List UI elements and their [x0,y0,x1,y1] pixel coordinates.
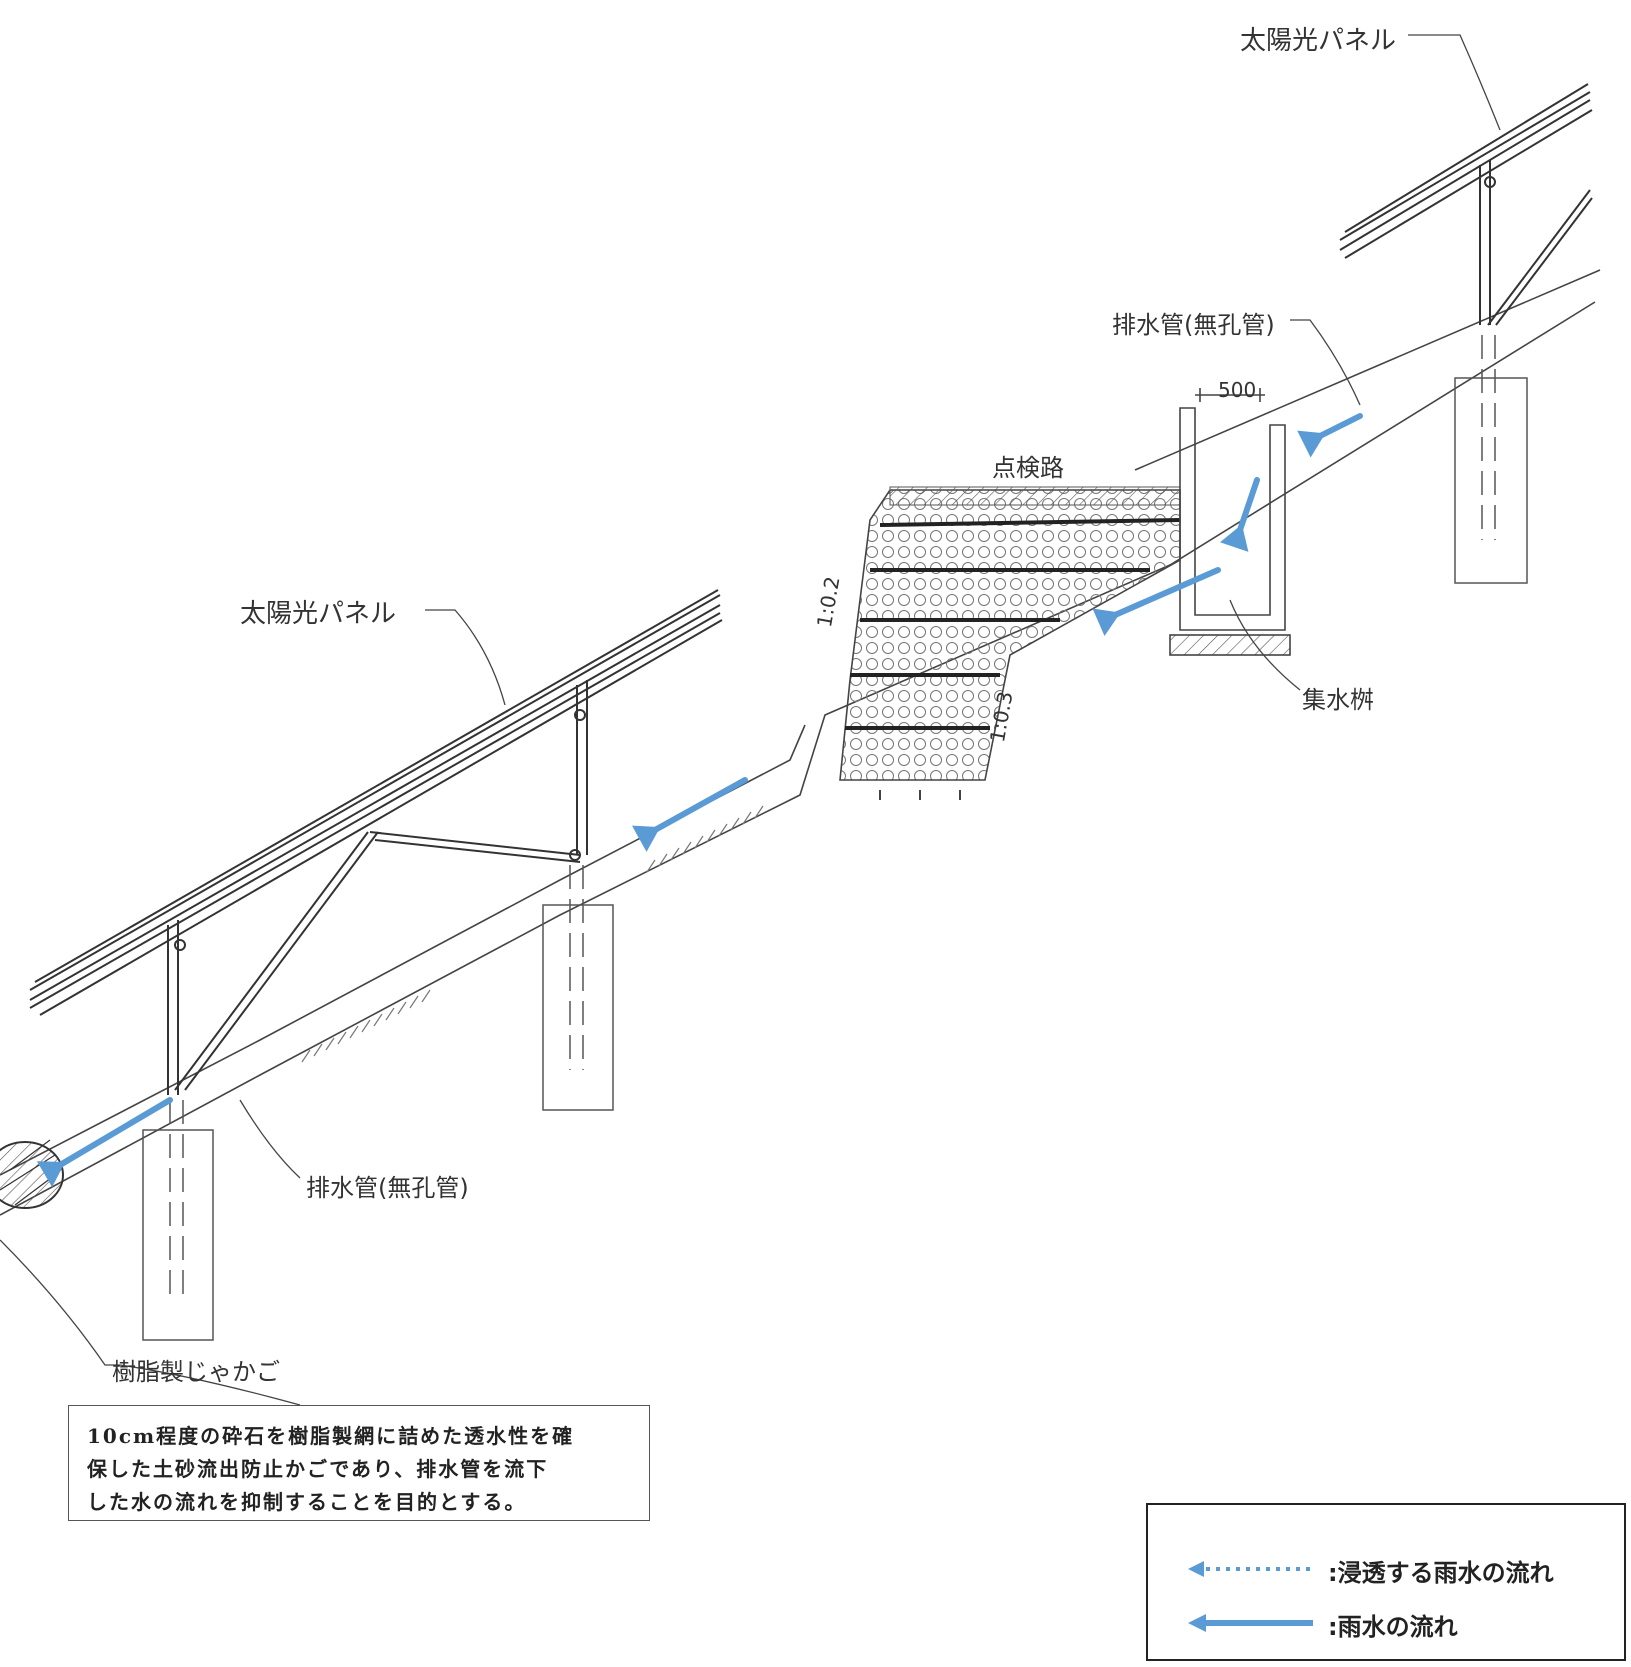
rainwater-flow-arrows [36,413,1363,1188]
flow-arrow-5 [36,1097,173,1188]
legend-label: :雨水の流れ [1328,1613,1458,1641]
note-line: 10cm程度の砕石を樹脂製網に詰めた透水性を確 [87,1424,575,1448]
dimension-500: 500 [1218,378,1257,402]
foundation-piles-left [142,865,614,1341]
note-line: した水の流れを抑制することを目的とする。 [87,1490,527,1514]
flow-arrow-4 [631,777,748,852]
label-drain-pipe-bottom: 排水管(無孔管) [306,1174,469,1202]
flow-arrow-2 [1220,477,1260,552]
gabion-description-note: 10cm程度の砕石を樹脂製網に詰めた透水性を確 保した土砂流出防止かごであり、排… [68,1405,650,1521]
resin-gabion-basket [0,1139,64,1209]
foundation-pile-right [1454,335,1528,584]
solar-panel-left [29,589,723,1095]
flow-arrow-3 [1092,567,1221,636]
gabion-wall [839,486,1181,800]
flow-arrow-1 [1297,413,1363,458]
leader-lines [0,34,1501,1406]
slope-hatching [301,805,764,1063]
dotted-arrow-icon [1188,1561,1313,1577]
label-inspection-path: 点検路 [992,454,1064,482]
solid-arrow-icon [1188,1614,1313,1632]
legend: :浸透する雨水の流れ :雨水の流れ [1146,1503,1626,1661]
ground-slope [0,269,1601,1216]
catch-basin-structure [1169,388,1291,656]
legend-item-infiltrating-flow: :浸透する雨水の流れ [1188,1549,1618,1589]
label-drain-pipe-top: 排水管(無孔管) [1112,311,1275,339]
label-resin-gabion: 樹脂製じゃかご [112,1358,280,1386]
label-solar-panel-top: 太陽光パネル [1240,26,1397,56]
note-line: 保した土砂流出防止かごであり、排水管を流下 [87,1457,549,1481]
legend-item-rainwater-flow: :雨水の流れ [1188,1603,1618,1643]
solar-panel-right [1339,83,1593,326]
label-solar-panel-left: 太陽光パネル [240,599,397,629]
label-catch-basin: 集水桝 [1302,686,1374,714]
legend-label: :浸透する雨水の流れ [1328,1559,1554,1587]
